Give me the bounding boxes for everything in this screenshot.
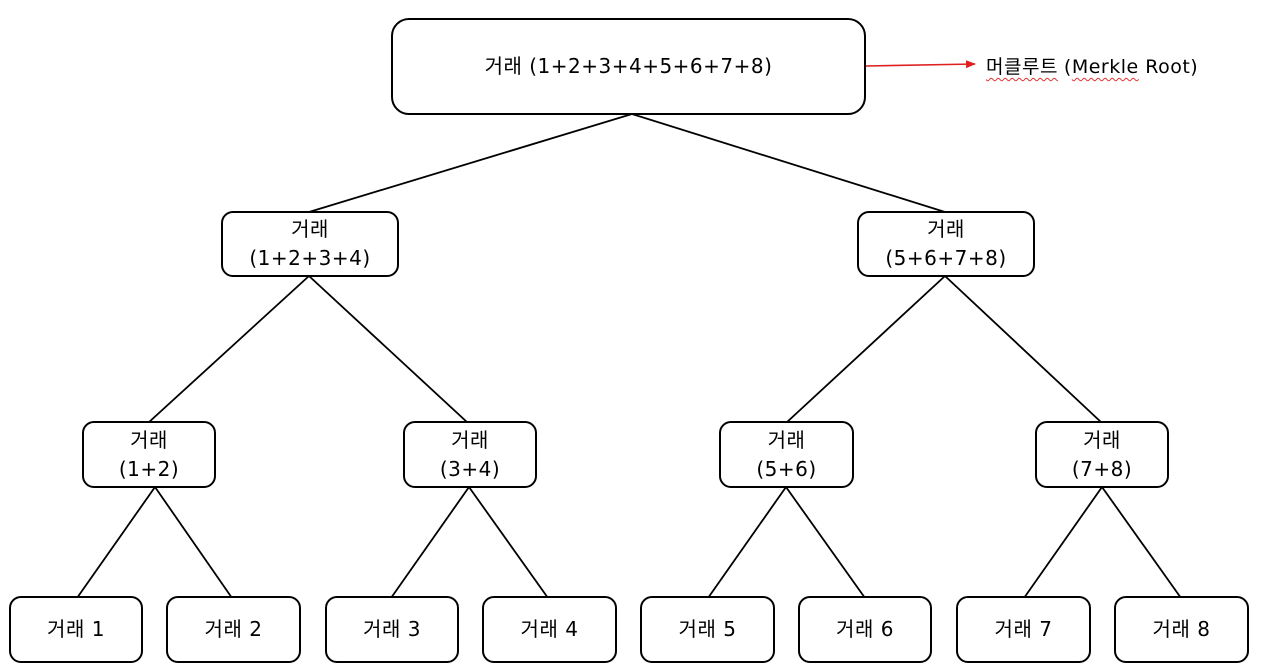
node-12-line1: 거래 — [130, 427, 168, 452]
leaf-node-2-label: 거래 2 — [204, 617, 263, 641]
merkle-root-english: Merkle — [1071, 56, 1139, 78]
leaf-node-4: 거래 4 — [482, 596, 617, 663]
edge-5678-to-56 — [785, 275, 946, 424]
leaf-node-3-label: 거래 3 — [363, 617, 421, 641]
edge-5678-to-78 — [944, 275, 1103, 424]
node-12: 거래 (1+2) — [82, 421, 216, 488]
node-56-line2: (5+6) — [756, 456, 817, 481]
node-5678-line2: (5+6+7+8) — [885, 246, 1007, 270]
leaf-node-8-label: 거래 8 — [1152, 617, 1211, 641]
edge-78-to-8 — [1101, 486, 1182, 599]
edge-78-to-7 — [1023, 486, 1103, 599]
node-78: 거래 (7+8) — [1035, 421, 1169, 488]
node-34-line2: (3+4) — [439, 456, 501, 481]
edge-12-to-2 — [154, 486, 233, 599]
leaf-node-1-label: 거래 1 — [47, 617, 105, 641]
node-78-line2: (7+8) — [1071, 456, 1133, 481]
edge-root-to-node-5678 — [631, 113, 946, 213]
node-12-line2: (1+2) — [118, 456, 180, 481]
node-1234-line1: 거래 — [291, 217, 329, 241]
leaf-node-7: 거래 7 — [956, 596, 1091, 663]
merkle-root-arrow — [865, 60, 976, 69]
merkle-root-open-paren: ( — [1063, 56, 1072, 78]
leaf-node-3: 거래 3 — [325, 596, 459, 663]
node-34-line1: 거래 — [451, 427, 489, 452]
edge-34-to-4 — [468, 486, 549, 599]
merkle-root-label: 머클루트(Merkle Root) — [986, 52, 1198, 79]
merkle-root-english-rest: Root) — [1138, 56, 1199, 78]
leaf-node-8: 거래 8 — [1114, 596, 1249, 663]
node-34: 거래 (3+4) — [403, 421, 537, 488]
root-node-label: 거래 (1+2+3+4+5+6+7+8) — [484, 54, 773, 78]
edge-12-to-1 — [76, 486, 156, 599]
edge-1234-to-34 — [308, 275, 469, 424]
leaf-node-2: 거래 2 — [166, 596, 301, 663]
merkle-root-korean: 머클루트 — [986, 56, 1058, 78]
node-5678: 거래 (5+6+7+8) — [857, 211, 1035, 277]
leaf-node-5-label: 거래 5 — [678, 617, 737, 641]
edge-root-to-node-1234 — [308, 113, 633, 213]
node-5678-line1: 거래 — [927, 217, 965, 241]
node-1234: 거래 (1+2+3+4) — [221, 211, 399, 277]
leaf-node-6-label: 거래 6 — [836, 617, 894, 641]
edge-56-to-6 — [785, 486, 866, 599]
root-node: 거래 (1+2+3+4+5+6+7+8) — [391, 18, 866, 115]
leaf-node-5: 거래 5 — [640, 596, 775, 663]
node-56: 거래 (5+6) — [719, 421, 854, 488]
leaf-node-4-label: 거래 4 — [520, 617, 579, 641]
leaf-node-7-label: 거래 7 — [994, 617, 1053, 641]
leaf-node-6: 거래 6 — [798, 596, 932, 663]
edge-1234-to-12 — [147, 275, 310, 424]
node-78-line1: 거래 — [1083, 427, 1121, 452]
edge-56-to-5 — [707, 486, 787, 599]
edge-34-to-3 — [390, 486, 470, 599]
node-1234-line2: (1+2+3+4) — [249, 246, 371, 270]
node-56-line1: 거래 — [767, 427, 806, 452]
leaf-node-1: 거래 1 — [9, 596, 143, 663]
